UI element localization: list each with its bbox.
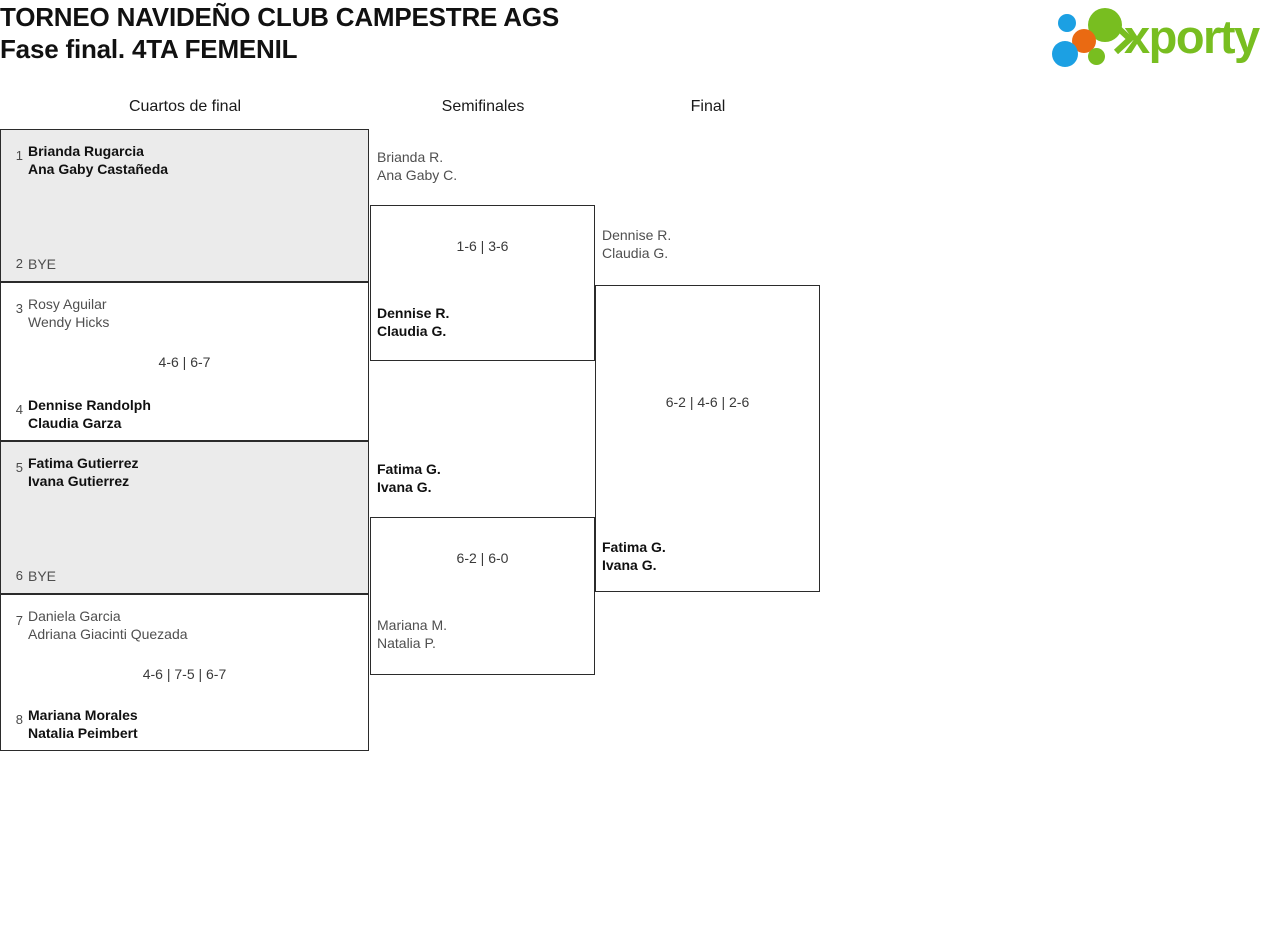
dot-green-small-icon [1088,48,1105,65]
team-name-bottom: Mariana Morales Natalia Peimbert [28,707,138,741]
final-match[interactable]: 6-2 | 4-6 | 2-6 [595,285,820,592]
seed-number: 2 [15,256,23,271]
match-slot-top: 7 Daniela Garcia Adriana Giacinti Quezad… [1,603,368,643]
match-score: 4-6 | 7-5 | 6-7 [142,666,227,682]
dot-blue-small-icon [1058,14,1076,32]
semifinal-2-bottom-team: Mariana M. Natalia P. [377,617,448,651]
logo-dots-mark [1052,6,1126,67]
semifinal-2-top-team: Fatima G. Ivana G. [377,461,441,495]
team-name-bottom: BYE [28,568,57,584]
team-name-top: Rosy Aguilar Wendy Hicks [28,296,110,330]
seed-number: 1 [15,148,23,163]
match-slot-bottom: 8 Mariana Morales Natalia Peimbert [1,702,368,742]
dot-blue-large-icon [1052,41,1078,67]
round-header-semifinals: Semifinales [441,98,525,115]
page-header: TORNEO NAVIDEÑO CLUB CAMPESTRE AGS Fase … [0,0,1280,88]
team-name-top: Brianda Rugarcia Ana Gaby Castañeda [28,143,169,177]
title-line-1: TORNEO NAVIDEÑO CLUB CAMPESTRE AGS [0,2,559,32]
seed-number: 8 [15,712,23,727]
match-score: 4-6 | 6-7 [158,354,211,370]
seed-number: 5 [15,460,23,475]
final-bottom-team: Fatima G. Ivana G. [602,539,666,573]
final-top-team: Dennise R. Claudia G. [602,227,672,261]
match-slot-bottom: 2 BYE [1,246,368,273]
quarterfinal-match-3[interactable]: 5 Fatima Gutierrez Ivana Gutierrez 6 BYE [0,441,369,594]
logo-wordmark: xporty [1124,10,1260,63]
tournament-title: TORNEO NAVIDEÑO CLUB CAMPESTRE AGS Fase … [0,2,559,65]
quarterfinal-match-2[interactable]: 3 Rosy Aguilar Wendy Hicks 4-6 | 6-7 4 D… [0,282,369,441]
semifinal-1-top-team: Brianda R. Ana Gaby C. [377,149,458,183]
match-score: 1-6 | 3-6 [456,238,509,254]
match-score: 6-2 | 4-6 | 2-6 [665,394,750,410]
semifinal-match-1[interactable]: 1-6 | 3-6 [370,205,595,361]
seed-number: 6 [15,568,23,583]
match-slot-top: 1 Brianda Rugarcia Ana Gaby Castañeda [1,138,368,178]
title-line-2: Fase final. 4TA FEMENIL [0,33,298,64]
chevron-right-icon [1113,24,1134,54]
seed-number: 3 [15,301,23,316]
round-header-quarterfinals: Cuartos de final [128,98,242,115]
seed-number: 4 [15,402,23,417]
round-header-final: Final [690,98,726,115]
match-slot-top: 3 Rosy Aguilar Wendy Hicks [1,291,368,331]
seed-number: 7 [15,613,23,628]
match-slot-top: 5 Fatima Gutierrez Ivana Gutierrez [1,450,368,490]
match-score: 6-2 | 6-0 [456,550,509,566]
quarterfinal-match-1[interactable]: 1 Brianda Rugarcia Ana Gaby Castañeda 2 … [0,129,369,282]
semifinal-1-bottom-team: Dennise R. Claudia G. [377,305,450,339]
quarterfinal-match-4[interactable]: 7 Daniela Garcia Adriana Giacinti Quezad… [0,594,369,751]
xporty-logo[interactable]: xporty [1052,6,1276,68]
match-slot-bottom: 6 BYE [1,558,368,585]
team-name-bottom: BYE [28,256,57,272]
team-name-top: Fatima Gutierrez Ivana Gutierrez [28,455,139,489]
match-slot-bottom: 4 Dennise Randolph Claudia Garza [1,392,368,432]
team-name-top: Daniela Garcia Adriana Giacinti Quezada [28,608,188,642]
team-name-bottom: Dennise Randolph Claudia Garza [28,397,151,431]
semifinal-match-2[interactable]: 6-2 | 6-0 [370,517,595,675]
